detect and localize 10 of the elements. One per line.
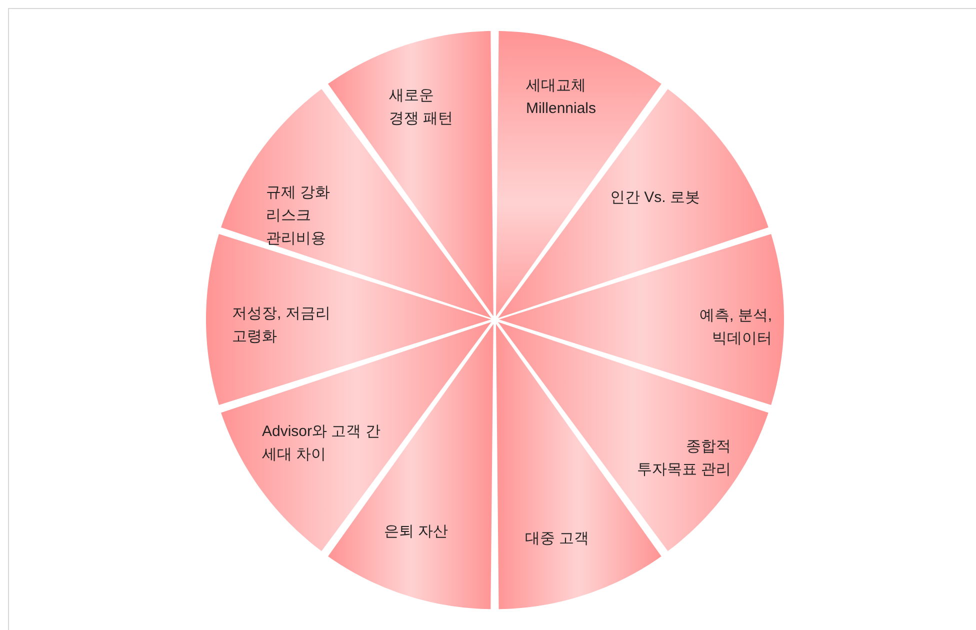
sector-label: 은퇴 자산 <box>384 522 450 542</box>
sector-label: 예측, 분석, 빅데이터 <box>698 306 772 349</box>
sector-label: 저성장, 저금리 고령화 <box>232 304 332 347</box>
sector-label: 세대교체 Millennials <box>526 76 598 119</box>
sector-label: 인간 Vs. 로봇 <box>610 188 701 208</box>
sector-label: 종합적 투자목표 관리 <box>636 436 731 480</box>
sector-label: 대중 고객 <box>524 528 590 549</box>
sector-label: 새로운 경쟁 패턴 <box>388 86 454 129</box>
sector-label: 규제 강화 리스크 관리비용 <box>266 182 332 249</box>
sector-label: Advisor와 고객 간 세대 차이 <box>262 422 382 465</box>
